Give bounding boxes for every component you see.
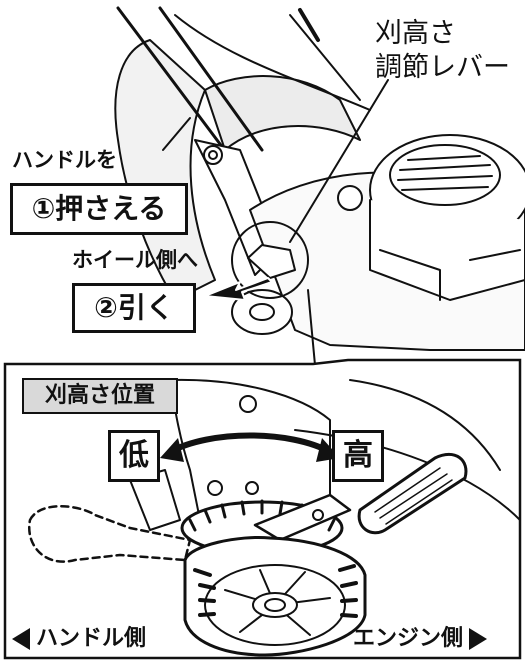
engine-cover-top <box>389 144 501 206</box>
engine-detail <box>379 249 521 301</box>
handle-cable <box>174 14 371 111</box>
lever-name-line2: 調節レバー <box>375 52 510 83</box>
zoom-leader-line <box>307 289 316 366</box>
small-lever <box>247 244 296 279</box>
triangle-right-icon <box>469 628 488 650</box>
low-position-box: 低 <box>108 430 160 482</box>
handle-bar-left <box>116 6 234 162</box>
engine-fins <box>397 155 493 191</box>
lever-name-line1: 刈高さ <box>375 18 456 49</box>
handle-side-label: ハンドル側 <box>12 628 146 650</box>
lever-grip <box>357 452 468 535</box>
engine-side-text: エンジン側 <box>353 626 464 651</box>
inset-deck-edge <box>349 379 501 471</box>
engine-body <box>369 199 525 301</box>
oil-cap <box>337 185 363 211</box>
lever-leader-line <box>289 79 389 243</box>
height-range-arc <box>167 432 333 455</box>
step2-pull-box: ②引く <box>72 283 196 333</box>
high-position-box: 高 <box>332 430 384 482</box>
step1-press-box: ①押さえる <box>10 183 188 235</box>
rear-wheel-hub <box>249 303 275 321</box>
wheel-hub-inner <box>264 598 286 612</box>
arc-head-left <box>160 438 184 462</box>
tire-treads <box>193 564 358 618</box>
handle-bar-right <box>158 6 264 152</box>
grass-bag-top <box>204 75 361 151</box>
inset-title-tag: 刈高さ位置 <box>22 378 178 414</box>
deck-bolt-2 <box>207 480 223 496</box>
triangle-left-icon <box>12 628 30 650</box>
rear-wheel <box>231 289 293 335</box>
zoom-circle <box>231 221 309 299</box>
wheel-spokes <box>224 569 331 636</box>
lever-low-position <box>27 505 192 563</box>
inset-deck-curve <box>294 429 521 521</box>
control-rod <box>298 8 320 42</box>
deck-bolt-1 <box>239 395 257 413</box>
wheel-side-label: ホイール側へ <box>72 248 198 272</box>
lever-grip-ribs <box>374 467 453 525</box>
frame-bolt-inner <box>208 150 218 160</box>
lever-arm <box>253 493 352 542</box>
deck-bolt-3 <box>245 481 259 495</box>
lever-pivot <box>312 509 324 521</box>
wheel-hub <box>252 592 298 618</box>
handle-side-text: ハンドル側 <box>36 626 147 651</box>
handle-label: ハンドルを <box>12 148 117 172</box>
frame-bolt <box>203 145 223 165</box>
handle-cable-2 <box>289 14 361 101</box>
engine-side-label: エンジン側 <box>353 626 488 651</box>
inset-deck-plate <box>169 378 331 521</box>
pull-arrow <box>204 277 273 301</box>
handle-leader-line <box>162 117 191 151</box>
